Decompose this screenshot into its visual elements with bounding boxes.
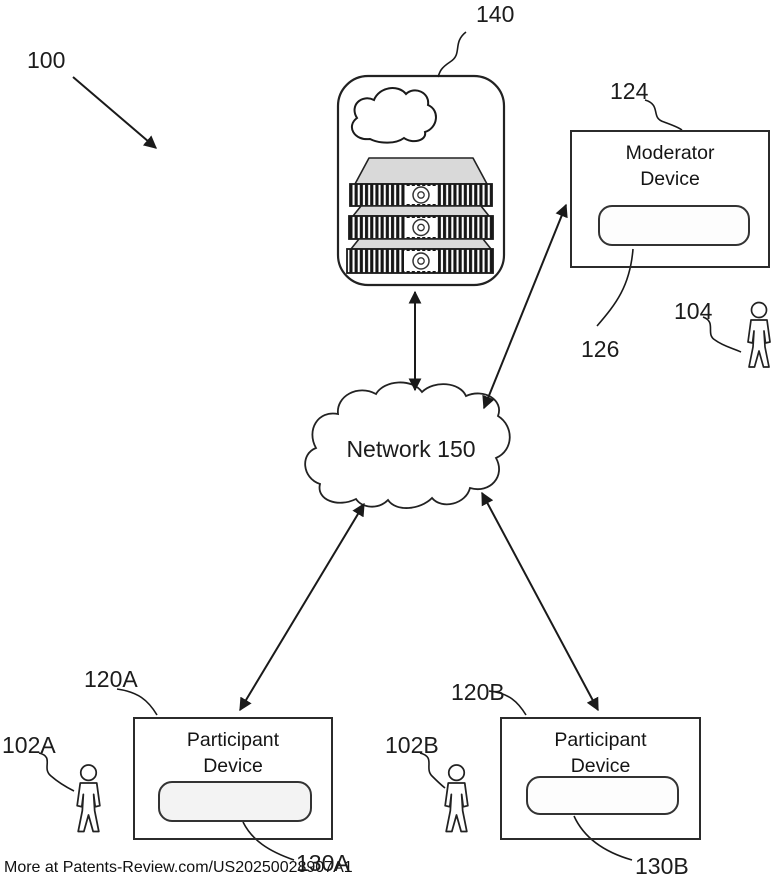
person-icon-participant-a-user (76, 764, 101, 833)
system-reference-arrow (72, 76, 157, 149)
leader-lines (38, 31, 742, 861)
moderator-device-box: Moderator Device (570, 130, 770, 268)
participant-a-device-screen (158, 781, 312, 822)
watermark-text: More at Patents-Review.com/US20250028907… (4, 859, 353, 876)
server-stack-icon (346, 157, 494, 274)
ref-label-104: 104 (674, 298, 713, 324)
network-cloud-icon (304, 381, 511, 509)
server-node (336, 74, 506, 287)
arrow-network-participant-a (239, 502, 365, 712)
arrow-network-participant-b (481, 491, 599, 712)
leader-120A (116, 688, 158, 716)
leader-102B (419, 752, 446, 789)
leader-130B (573, 815, 633, 861)
leader-104 (702, 316, 742, 353)
ref-label-140: 140 (476, 1, 515, 27)
person-icon-moderator-user (747, 301, 771, 368)
ref-label-124: 124 (610, 78, 649, 104)
ref-label-102A: 102A (2, 732, 56, 758)
leader-124 (644, 99, 683, 131)
network-label: Network 150 (346, 436, 476, 462)
participant-a-device-title: Participant Device (186, 729, 280, 777)
ref-label-120A: 120A (84, 666, 138, 692)
participant-b-device-screen (526, 776, 679, 815)
ref-label-126: 126 (581, 336, 620, 362)
participant-b-device-title: Participant Device (554, 729, 647, 777)
ref-label-102B: 102B (385, 732, 439, 758)
participant-b-device-box: Participant Device (500, 717, 701, 840)
moderator-device-title: Moderator Device (625, 142, 715, 190)
ref-label-120B: 120B (451, 679, 505, 705)
person-icon-participant-b-user (444, 764, 469, 833)
arrow-moderator-network (482, 203, 568, 410)
ref-label-130B: 130B (635, 853, 689, 879)
participant-a-device-box: Participant Device (133, 717, 333, 840)
moderator-device-screen (598, 205, 750, 246)
ref-label-130A: 130A (296, 850, 350, 876)
cloud-icon (351, 87, 437, 144)
leader-140 (437, 31, 467, 78)
leader-120B (488, 690, 527, 716)
ref-label-100: 100 (27, 47, 66, 73)
leader-130A (242, 821, 295, 861)
leader-102A (38, 752, 75, 792)
leader-126 (596, 248, 634, 327)
